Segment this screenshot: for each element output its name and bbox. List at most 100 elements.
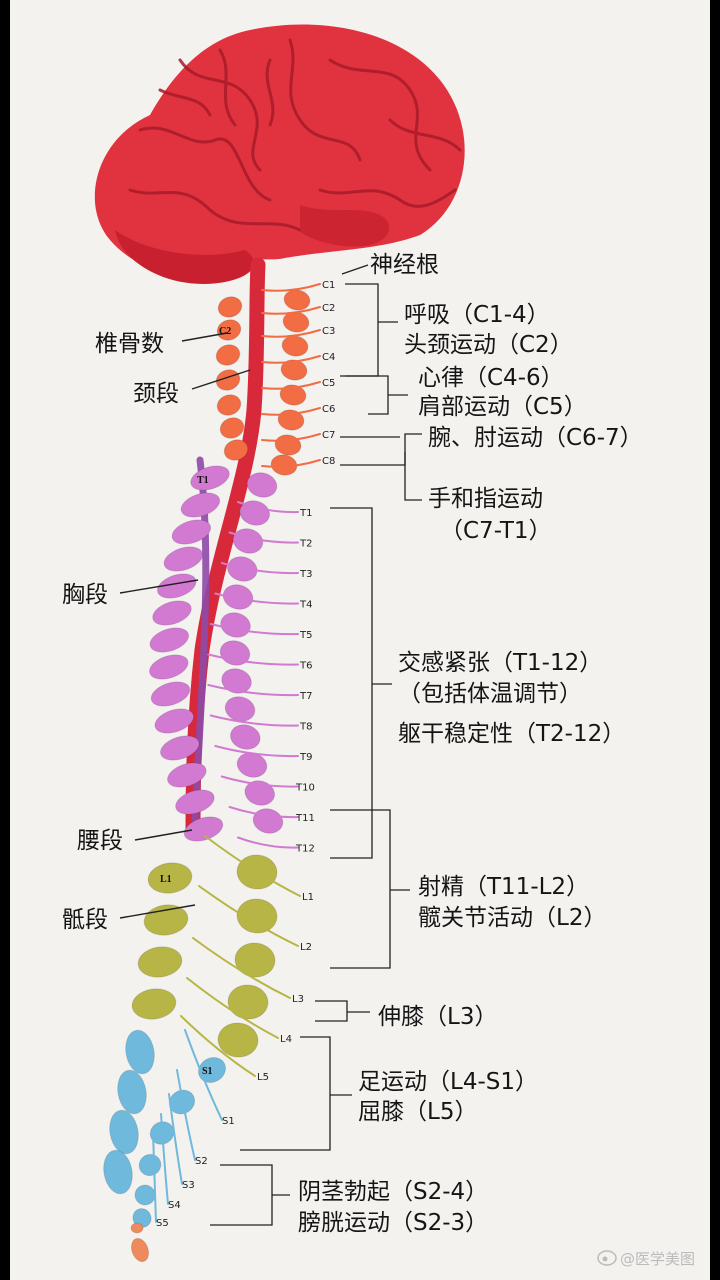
vertebra-body-cervical — [215, 344, 241, 366]
function-heart-rhythm: 心律（C4-6） — [418, 365, 564, 391]
nerve-label-t1: T1 — [299, 508, 312, 519]
spinal-nerve-labels: C1C2C3C4C5C6C7C8T1T2T3T4T5T6T7T8T9T10T11… — [156, 280, 335, 1229]
nerve-label-c2: C2 — [322, 303, 335, 314]
nerve-label-l2: L2 — [300, 942, 312, 953]
function-wrist-elbow: 腕、肘运动（C6-7） — [428, 425, 643, 451]
nerve-label-t7: T7 — [299, 691, 312, 702]
function-knee-flexion: 屈膝（L5） — [358, 1099, 477, 1125]
spinal-nerve-l4 — [186, 977, 279, 1039]
vertebra-body-thoracic — [167, 762, 207, 788]
nerve-label-l5: L5 — [257, 1072, 269, 1083]
spinal-nerve-t12 — [237, 836, 299, 849]
vertebra-process-cervical — [280, 359, 308, 381]
function-knee-extension: 伸膝（L3） — [378, 1004, 497, 1030]
vertebra-body-thoracic — [183, 816, 224, 842]
vertebra-body-sacral — [117, 1069, 147, 1115]
spinal-nerve-c7 — [261, 433, 321, 442]
nerve-label-s5: S5 — [156, 1218, 169, 1229]
vertebra-process-lumbar — [234, 942, 276, 978]
nerve-label-c4: C4 — [322, 352, 335, 363]
spinal-nerve-c4 — [261, 355, 321, 364]
vertebra-body-lumbar — [137, 946, 183, 978]
nerve-label-t5: T5 — [299, 630, 312, 641]
vertebra-process-thoracic — [244, 780, 276, 806]
spinal-nerve-l5 — [180, 1015, 256, 1077]
function-sympathetic: 交感紧张（T1-12） — [398, 650, 602, 676]
weibo-icon — [597, 1250, 617, 1266]
vertebra-process-thoracic — [229, 724, 261, 750]
function-erection: 阴茎勃起（S2-4） — [298, 1179, 488, 1205]
vertebra-process-lumbar — [236, 898, 278, 934]
vertebra-process-sacral — [132, 1208, 152, 1228]
vertebra-process-sacral — [134, 1184, 156, 1206]
nerve-label-c6: C6 — [322, 404, 335, 415]
nerve-label-s2: S2 — [195, 1156, 208, 1167]
function-foot: 足运动（L4-S1） — [358, 1069, 538, 1095]
sacral-segment-label: 骶段 — [62, 907, 108, 933]
vertebra-body-cervical — [219, 417, 245, 439]
function-hand-finger-range: （C7-T1） — [440, 518, 552, 544]
spinal-nerve-t6 — [207, 653, 299, 666]
vertebra-body-thoracic — [190, 465, 230, 491]
nerve-label-t6: T6 — [299, 661, 312, 672]
spinal-nerve-s4 — [160, 1113, 169, 1205]
spinal-nerve-c8 — [261, 459, 321, 468]
vertebra-process-thoracic — [239, 500, 271, 526]
vertebra-process-cervical — [279, 384, 307, 406]
vertebra-body-sacral — [125, 1029, 155, 1075]
vertebra-label-c2: C2 — [219, 326, 231, 337]
vertebra-body-lumbar — [147, 862, 193, 894]
vertebra-body-sacral — [109, 1109, 139, 1155]
vertebra-body-cervical — [216, 394, 242, 416]
coccyx-segment — [130, 1237, 150, 1263]
nerve-label-t8: T8 — [299, 722, 312, 733]
function-head-neck: 头颈运动（C2） — [404, 332, 573, 358]
nerve-label-c8: C8 — [322, 456, 335, 467]
nerve-label-s1: S1 — [222, 1116, 235, 1127]
spinal-nerve-c6 — [261, 407, 321, 416]
nerve-label-s4: S4 — [168, 1200, 181, 1211]
function-trunk-stability: 躯干稳定性（T2-12） — [398, 721, 625, 747]
spinal-nerve-t8 — [209, 714, 299, 727]
spinal-nerves — [152, 283, 321, 1223]
vertebra-body-thoracic — [150, 681, 191, 707]
spinal-nerve-s1 — [184, 1029, 223, 1121]
vertebra-body-thoracic — [171, 519, 212, 545]
vertebra-body-thoracic — [180, 492, 221, 518]
nerve-label-t12: T12 — [295, 844, 315, 855]
vertebra-process-lumbar — [217, 1022, 259, 1058]
pointer-lines — [119, 264, 369, 919]
function-breathing: 呼吸（C1-4） — [404, 302, 550, 328]
brackets — [210, 283, 422, 1226]
function-thermoregulation: （包括体温调节） — [398, 681, 582, 707]
nerve-label-t2: T2 — [299, 539, 312, 550]
vertebra-body-thoracic — [149, 627, 190, 653]
spinal-nerve-t9 — [214, 745, 299, 758]
function-hand-finger: 手和指运动 — [428, 486, 543, 512]
vertebra-label-t1: T1 — [197, 475, 209, 486]
nerve-label-t11: T11 — [295, 813, 315, 824]
vertebra-body-thoracic — [159, 735, 200, 761]
spinal-nerve-l3 — [192, 937, 291, 999]
spinal-nerve-s5 — [152, 1131, 157, 1223]
nerve-label-c3: C3 — [322, 326, 335, 337]
spinal-nerve-t10 — [220, 775, 299, 788]
vertebra-body-thoracic — [175, 789, 215, 815]
nerve-label-c1: C1 — [322, 280, 335, 291]
nerve-label-c5: C5 — [322, 378, 335, 389]
brain — [94, 24, 465, 284]
nerve-label-s3: S3 — [182, 1180, 195, 1191]
vertebra-body-cervical — [217, 296, 243, 318]
vertebra-body-thoracic — [163, 546, 204, 572]
spinal-nerve-t1 — [237, 501, 299, 514]
spinal-nerve-l2 — [198, 885, 299, 947]
nerve-label-l3: L3 — [292, 994, 304, 1005]
thoracic-segment-label: 胸段 — [62, 582, 108, 608]
vertebra-process-thoracic — [221, 668, 252, 694]
nerve-label-t4: T4 — [299, 600, 312, 611]
spinal-nerve-c3 — [261, 329, 321, 338]
watermark: @医学美图 — [597, 1250, 695, 1268]
spinal-nerve-c1 — [261, 283, 321, 292]
nerve-label-l1: L1 — [302, 892, 314, 903]
